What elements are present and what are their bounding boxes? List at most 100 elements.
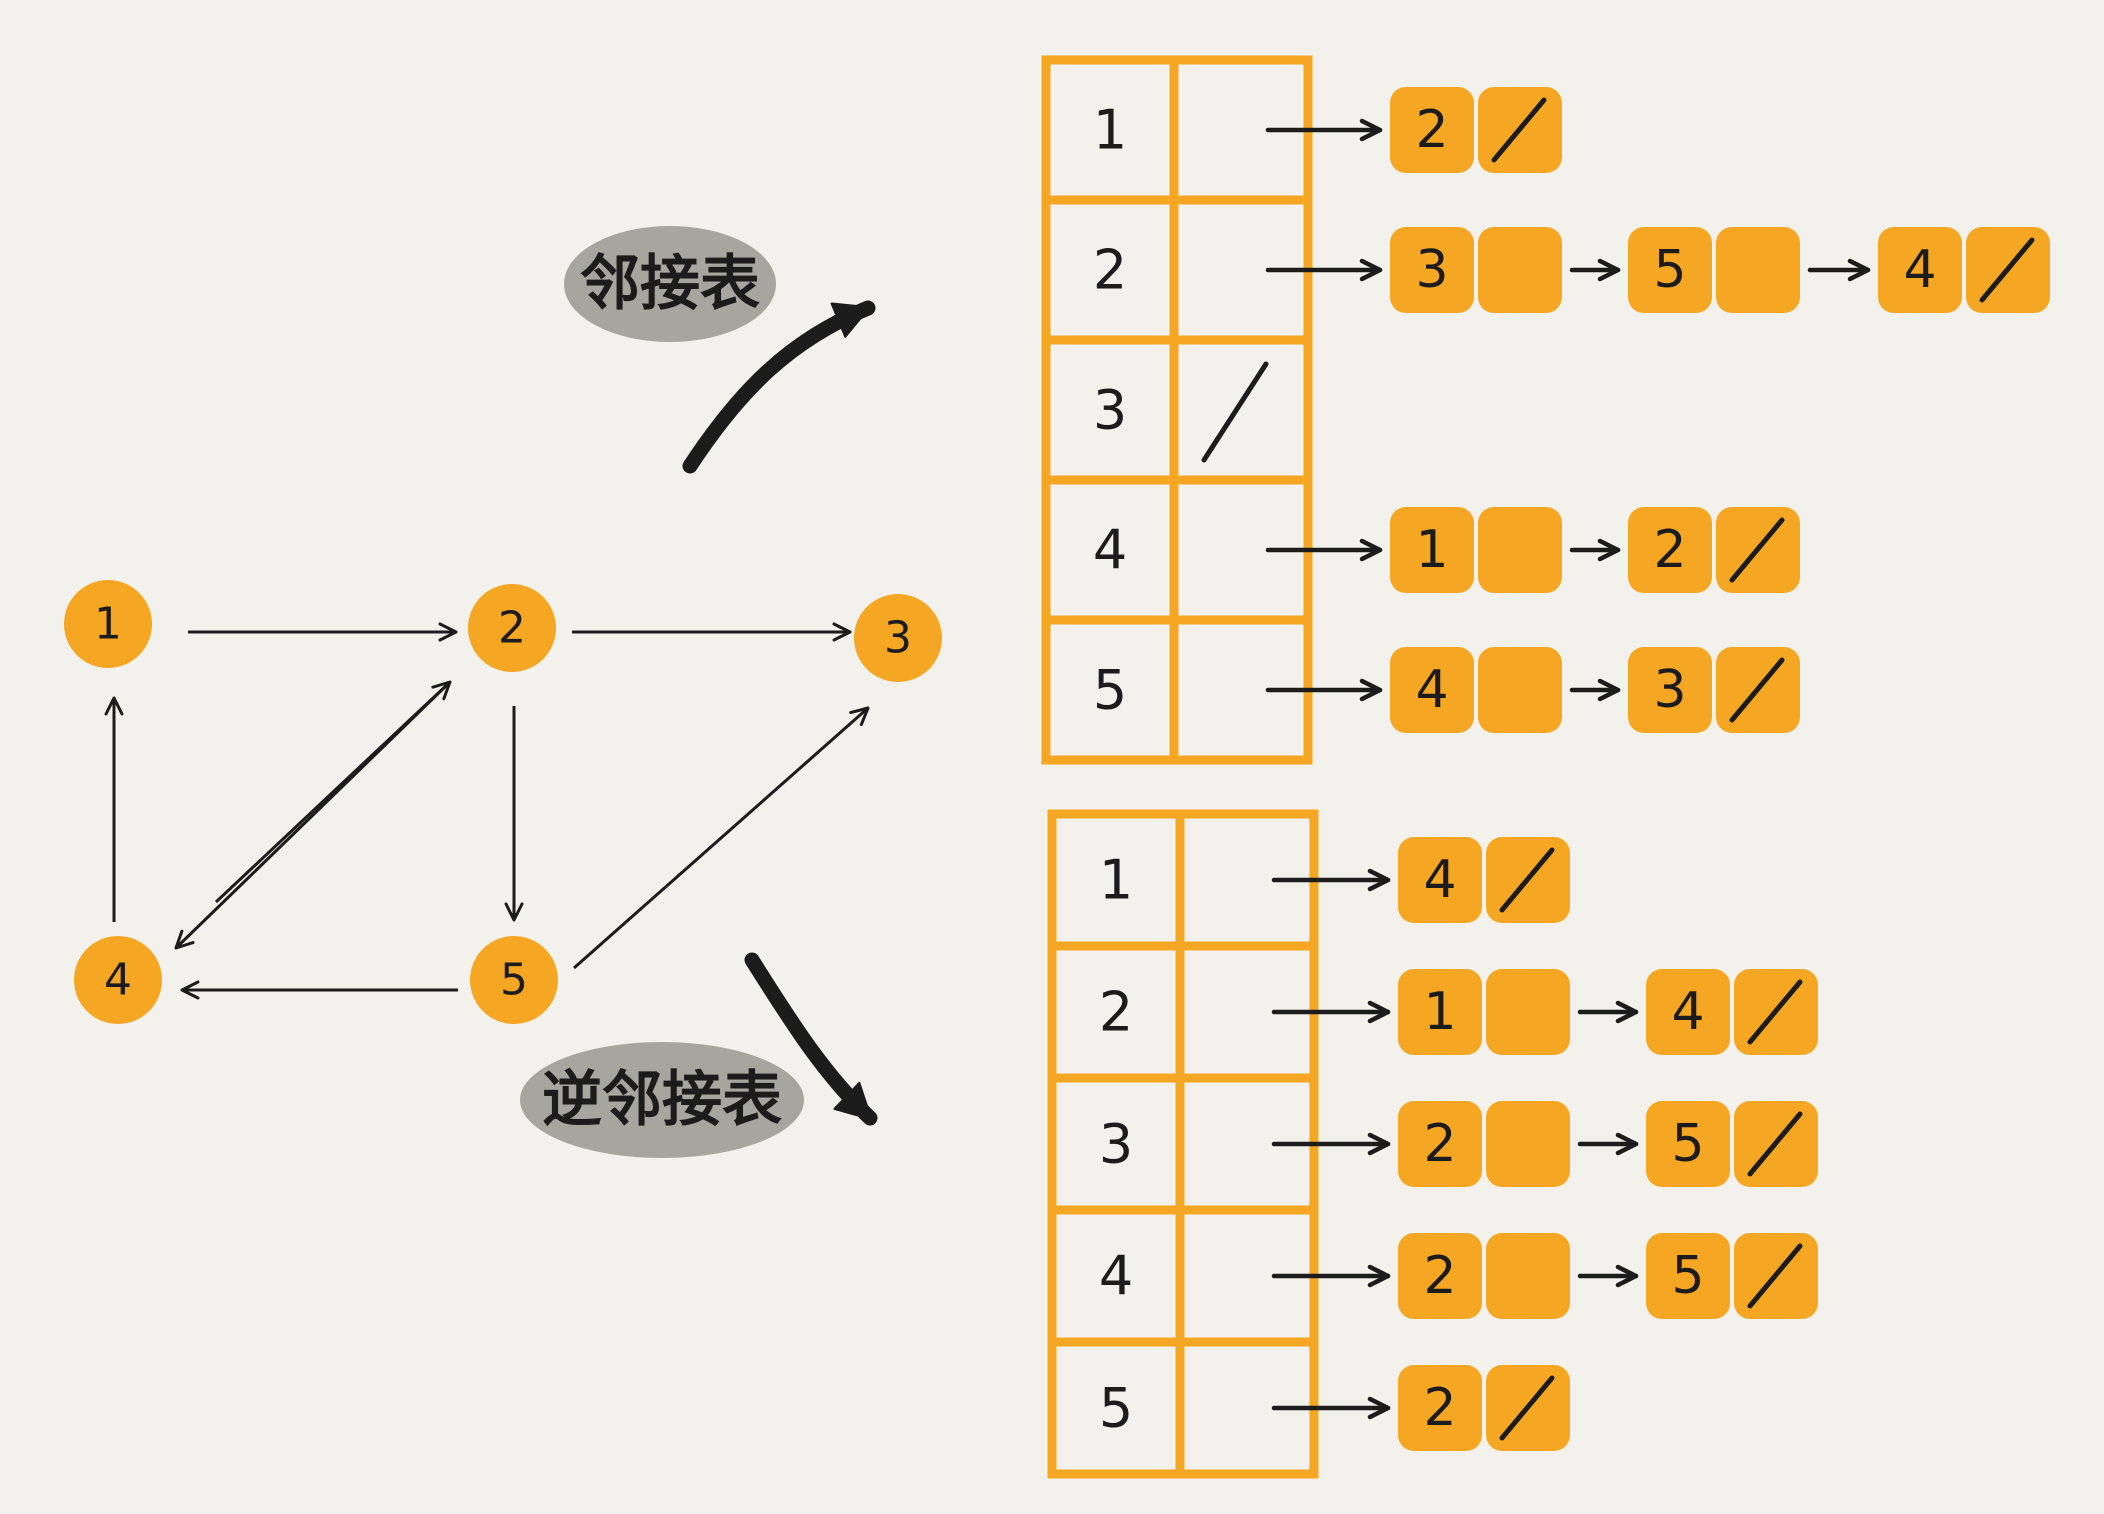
caption-inverse-adjacency-list: 逆邻接表 <box>520 1042 804 1158</box>
graph-node-2: 2 <box>468 584 556 672</box>
list-node-value: 4 <box>1423 850 1456 910</box>
list-node-value: 2 <box>1423 1378 1456 1438</box>
list-node-value-cell <box>1398 1365 1482 1451</box>
list-node-value: 2 <box>1653 520 1686 580</box>
adjacency-list-table: 1 2 2 3 5 4 3 4 1 2 5 4 3 <box>1041 55 2050 765</box>
list-node-pointer-cell <box>1716 227 1800 313</box>
list-node-4: 4 <box>1646 969 1818 1055</box>
list-node-value: 2 <box>1423 1246 1456 1306</box>
arrow-to-inverse-adjacency-list <box>744 952 878 1126</box>
null-pointer-slash <box>1747 1111 1803 1177</box>
list-node-3: 3 <box>1628 647 1800 733</box>
table-row-2: 2 3 5 4 <box>1046 195 2050 313</box>
table-row-4: 4 2 5 <box>1052 1205 1818 1319</box>
null-pointer-slash <box>1747 979 1803 1045</box>
list-node-1: 1 <box>1390 507 1562 593</box>
caption-inverse-adjacency-list-text: 逆邻接表 <box>542 1065 782 1135</box>
node-circle <box>468 584 556 672</box>
list-node-value: 4 <box>1671 982 1704 1042</box>
caption-adjacency-list-text: 邻接表 <box>580 249 760 319</box>
node-label: 1 <box>94 599 122 650</box>
graph-nodes: 1 2 3 4 5 <box>64 580 942 1024</box>
list-node-value-cell <box>1398 1233 1482 1319</box>
list-node-3: 3 <box>1390 227 1562 313</box>
list-node-4: 4 <box>1878 227 2050 313</box>
list-node-pointer-cell <box>1486 969 1570 1055</box>
list-node-value-cell <box>1398 969 1482 1055</box>
null-pointer-slash <box>1499 847 1555 913</box>
list-node-pointer-cell <box>1478 647 1562 733</box>
list-node-value-cell <box>1398 837 1482 923</box>
table-row-2: 2 1 4 <box>1052 941 1818 1055</box>
caption-adjacency-list: 邻接表 <box>564 226 776 342</box>
null-pointer-slash <box>1729 517 1785 583</box>
vertex-cell: 3 <box>1093 379 1127 442</box>
node-label: 2 <box>498 603 526 654</box>
list-node-pointer-cell <box>1486 1233 1570 1319</box>
list-node-2: 2 <box>1398 1233 1570 1319</box>
list-node-value: 4 <box>1903 240 1936 300</box>
null-pointer-slash <box>1499 1375 1555 1441</box>
vertex-cell: 3 <box>1099 1113 1133 1176</box>
list-node-value: 5 <box>1653 240 1686 300</box>
list-node-5: 5 <box>1628 227 1800 313</box>
graph-node-3: 3 <box>854 594 942 682</box>
edge-5-to-3 <box>573 706 870 970</box>
list-node-value: 1 <box>1423 982 1456 1042</box>
list-node-pointer-cell <box>1478 507 1562 593</box>
vertex-cell: 1 <box>1099 849 1133 912</box>
table-row-3: 3 2 5 <box>1052 1073 1818 1187</box>
list-node-value-cell <box>1628 507 1712 593</box>
graph-node-4: 4 <box>74 936 162 1024</box>
vertex-cell: 2 <box>1093 239 1127 302</box>
list-node-pointer-cell <box>1478 227 1562 313</box>
list-node-value-cell <box>1390 227 1474 313</box>
list-node-value-cell <box>1878 227 1962 313</box>
list-node-value: 1 <box>1415 520 1448 580</box>
null-pointer-slash <box>1747 1243 1803 1309</box>
vertex-cell: 5 <box>1093 659 1127 722</box>
node-label: 4 <box>104 955 132 1006</box>
graph-edges <box>104 622 870 1000</box>
graph-node-5: 5 <box>470 936 558 1024</box>
node-circle <box>470 936 558 1024</box>
list-node-2: 2 <box>1628 507 1800 593</box>
list-node-value: 5 <box>1671 1114 1704 1174</box>
list-node-2: 2 <box>1390 87 1562 173</box>
table-row-5: 5 4 3 <box>1046 615 1800 733</box>
table-row-4: 4 1 2 <box>1046 475 1800 593</box>
list-node-value-cell <box>1398 1101 1482 1187</box>
list-node-2: 2 <box>1398 1101 1570 1187</box>
list-node-value: 3 <box>1653 660 1686 720</box>
table-row-3: 3 <box>1046 335 1308 463</box>
list-node-value: 4 <box>1415 660 1448 720</box>
null-pointer-slash <box>1729 657 1785 723</box>
list-node-4: 4 <box>1390 647 1562 733</box>
list-node-value-cell <box>1646 969 1730 1055</box>
null-pointer-slash <box>1491 97 1547 163</box>
vertex-cell: 4 <box>1093 519 1127 582</box>
list-node-value: 3 <box>1415 240 1448 300</box>
vertex-cell: 1 <box>1093 99 1127 162</box>
list-node-2: 2 <box>1398 1365 1570 1451</box>
list-node-value-cell <box>1390 87 1474 173</box>
node-circle <box>854 594 942 682</box>
list-node-value-cell <box>1628 647 1712 733</box>
list-node-value-cell <box>1646 1101 1730 1187</box>
list-node-5: 5 <box>1646 1233 1818 1319</box>
list-node-value-cell <box>1628 227 1712 313</box>
node-label: 3 <box>884 613 912 664</box>
list-node-value-cell <box>1390 647 1474 733</box>
edge-2-to-4 <box>174 680 452 950</box>
list-node-value-cell <box>1390 507 1474 593</box>
vertex-cell: 4 <box>1099 1245 1133 1308</box>
list-node-value-cell <box>1646 1233 1730 1319</box>
vertex-cell: 2 <box>1099 981 1133 1044</box>
list-node-4: 4 <box>1398 837 1570 923</box>
list-node-value: 5 <box>1671 1246 1704 1306</box>
list-node-5: 5 <box>1646 1101 1818 1187</box>
list-node-value: 2 <box>1415 100 1448 160</box>
